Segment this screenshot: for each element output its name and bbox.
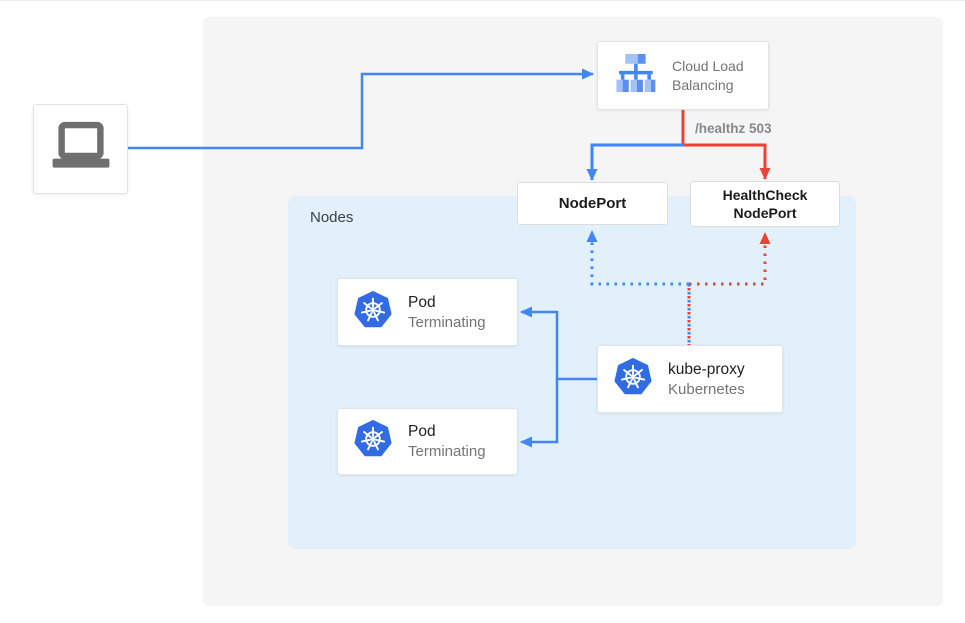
load-balancer-icon (612, 52, 658, 100)
load-balancer-card: Cloud Load Balancing (597, 41, 769, 110)
laptop-icon (50, 121, 112, 178)
kubernetes-icon (614, 357, 652, 401)
kubeproxy-to-healthcheck-dotted (689, 232, 771, 286)
pod-title: Pod (408, 293, 436, 311)
pod-status: Terminating (408, 443, 486, 460)
kubeproxy-to-pod1-connector (520, 306, 597, 381)
client-to-lb-connector (128, 68, 594, 150)
kube-proxy-subtitle: Kubernetes (668, 380, 745, 398)
nodes-group-label: Nodes (310, 209, 354, 226)
nodeport-label: NodePort (558, 195, 627, 212)
kubeproxy-to-pod2-connector (520, 379, 559, 448)
page-top-divider (0, 0, 965, 1)
lb-to-healthcheck-connector (681, 110, 771, 180)
lb-to-nodeport-connector (586, 143, 684, 181)
load-balancer-label: Cloud Load Balancing (672, 57, 744, 93)
kube-proxy-title: kube-proxy (668, 360, 745, 378)
pod-card: Pod Terminating (337, 278, 518, 346)
kubeproxy-to-nodeport-dotted (586, 230, 689, 286)
kubernetes-icon (354, 420, 392, 463)
healthz-status-label: /healthz 503 (695, 121, 772, 136)
nodeport-card: NodePort (517, 182, 668, 225)
kubernetes-icon (354, 290, 392, 334)
pod-title: Pod (408, 423, 436, 440)
healthcheck-nodeport-label: HealthCheck NodePort (722, 187, 808, 221)
pod-status: Terminating (408, 313, 486, 331)
client-card (33, 104, 128, 194)
healthcheck-nodeport-card: HealthCheck NodePort (690, 181, 840, 227)
kube-proxy-card: kube-proxy Kubernetes (597, 345, 783, 413)
pod-card: Pod Terminating (337, 408, 518, 475)
